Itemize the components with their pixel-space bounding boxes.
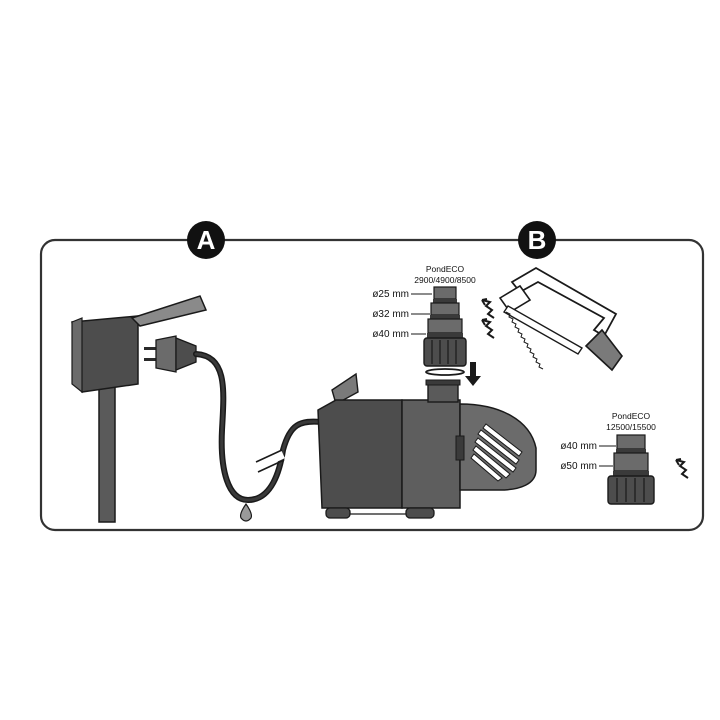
upper-adapter-model-name: PondECO [426,264,465,274]
arrow-down-icon [465,362,481,386]
hacksaw-icon [498,266,623,372]
diagram-frame [39,238,705,532]
stepped-hose-adapter-upper [423,286,467,376]
badge-b-label: B [528,225,547,255]
upper-size-label-32: ø32 mm [372,309,409,320]
pond-pump [317,372,537,519]
lower-adapter-model-name: PondECO [612,411,651,421]
upper-size-label-40: ø40 mm [372,329,409,340]
cut-arrow-lower [675,458,689,479]
lower-size-label-50: ø50 mm [560,461,597,472]
power-plug [144,335,197,373]
badge-a-label: A [197,225,216,255]
outdoor-socket-post [71,295,208,523]
upper-adapter-model-numbers: 2900/4900/8500 [414,275,476,285]
badge-a: A [187,221,225,259]
water-drop-icon [239,502,253,522]
lower-adapter-model-numbers: 12500/15500 [606,422,656,432]
lower-size-label-40: ø40 mm [560,441,597,452]
power-cable [193,351,325,504]
cut-arrows-upper [481,298,495,339]
stepped-hose-adapter-lower [607,434,655,505]
badge-b: B [518,221,556,259]
upper-size-label-25: ø25 mm [372,289,409,300]
